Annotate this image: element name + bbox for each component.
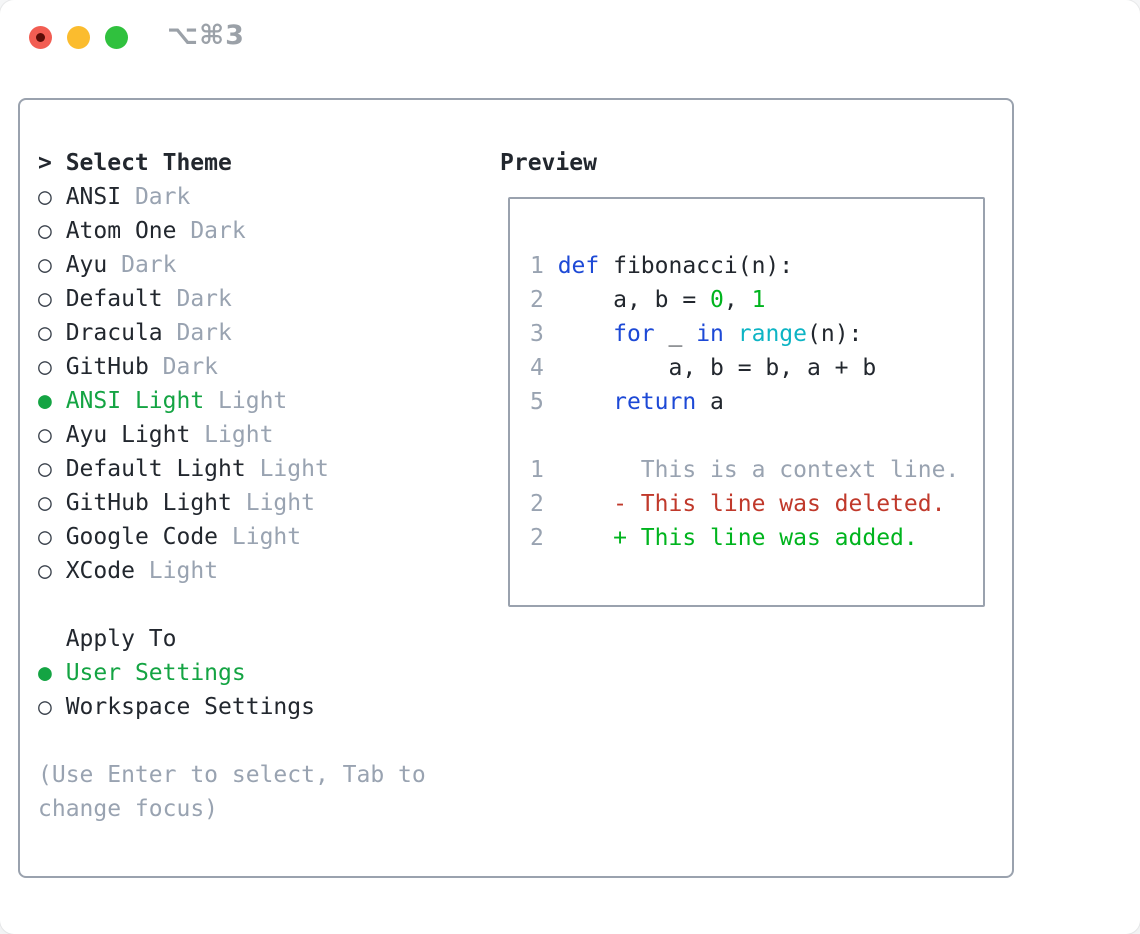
code-line: 5 return a — [530, 389, 724, 415]
diff-line: 2 - This line was deleted. — [530, 491, 946, 517]
theme-variant-tag: Dark — [162, 320, 232, 346]
theme-list: ○ ANSI Dark○ Atom One Dark○ Ayu Dark○ De… — [38, 180, 426, 588]
diff-line: 1 This is a context line. — [530, 457, 960, 483]
radio-icon: ○ — [38, 456, 66, 482]
theme-variant-tag: Light — [204, 388, 288, 414]
theme-name: Default Light — [65, 456, 246, 482]
theme-variant-tag: Light — [245, 456, 329, 482]
line-number: 1 — [530, 253, 558, 279]
line-number: 4 — [530, 355, 558, 381]
help-text-line-1: (Use Enter to select, Tab to — [38, 762, 426, 788]
theme-option-default[interactable]: ○ Default Dark — [38, 282, 426, 316]
theme-option-ayu[interactable]: ○ Ayu Dark — [38, 248, 426, 282]
theme-picker-left-column: >Select Theme ○ ANSI Dark○ Atom One Dark… — [38, 146, 426, 826]
zoom-button[interactable] — [105, 26, 128, 49]
theme-variant-tag: Light — [231, 490, 315, 516]
apply-to-header: Apply To — [65, 626, 177, 652]
line-number: 2 — [530, 287, 558, 313]
radio-icon: ○ — [38, 286, 66, 312]
radio-icon: ○ — [38, 252, 66, 278]
theme-name: GitHub — [65, 354, 149, 380]
theme-name: Dracula — [65, 320, 163, 346]
apply-option-label: Workspace Settings — [65, 694, 315, 720]
cursor-caret-icon: > — [38, 150, 52, 176]
diff-sample-block: 1 This is a context line. 2 - This line w… — [530, 453, 965, 555]
theme-name: Atom One — [65, 218, 177, 244]
radio-icon: ○ — [38, 422, 66, 448]
apply-option-user-settings[interactable]: ● User Settings — [38, 656, 426, 690]
theme-name: Ayu Light — [65, 422, 191, 448]
theme-name: Default — [65, 286, 163, 312]
line-number: 3 — [530, 321, 558, 347]
code-sample-block: 1 def fibonacci(n): 2 a, b = 0, 1 3 for _ … — [530, 249, 965, 419]
preview-column: Preview 1 def fibonacci(n): 2 a, b = 0, 1… — [500, 146, 985, 607]
theme-variant-tag: Dark — [148, 354, 219, 380]
close-indicator-dot — [36, 33, 45, 42]
radio-selected-icon: ● — [38, 388, 66, 414]
apply-to-list: ● User Settings○ Workspace Settings — [38, 656, 426, 724]
theme-variant-tag: Dark — [121, 184, 191, 210]
line-number: 2 — [530, 491, 558, 517]
theme-name: Google Code — [65, 524, 219, 550]
radio-icon: ○ — [38, 184, 66, 210]
traffic-lights — [29, 26, 128, 49]
theme-picker-panel: >Select Theme ○ ANSI Dark○ Atom One Dark… — [18, 98, 1014, 878]
code-line: 1 def fibonacci(n): — [530, 253, 794, 279]
minimize-button[interactable] — [67, 26, 90, 49]
window-title: ⌥⌘3 — [167, 20, 245, 51]
theme-name: Ayu — [65, 252, 108, 278]
theme-variant-tag: Dark — [107, 252, 177, 278]
theme-option-ayu-light[interactable]: ○ Ayu Light Light — [38, 418, 426, 452]
diff-line: 2 + This line was added. — [530, 525, 918, 551]
theme-option-github-light[interactable]: ○ GitHub Light Light — [38, 486, 426, 520]
preview-header: Preview — [500, 150, 597, 176]
theme-option-xcode[interactable]: ○ XCode Light — [38, 554, 426, 588]
line-number: 2 — [530, 525, 558, 551]
theme-name: ANSI Light — [65, 388, 205, 414]
theme-option-ansi[interactable]: ○ ANSI Dark — [38, 180, 426, 214]
close-button[interactable] — [29, 26, 52, 49]
radio-icon: ○ — [38, 524, 66, 550]
line-number: 1 — [530, 457, 558, 483]
select-theme-header: > Select Theme — [38, 146, 426, 180]
theme-variant-tag: Light — [134, 558, 219, 584]
theme-name: XCode — [65, 558, 135, 584]
radio-icon: ○ — [38, 558, 66, 584]
theme-option-google-code[interactable]: ○ Google Code Light — [38, 520, 426, 554]
radio-selected-icon: ● — [38, 660, 66, 686]
help-text-line-2: change focus) — [38, 796, 219, 822]
theme-variant-tag: Dark — [176, 218, 246, 244]
code-line: 4 a, b = b, a + b — [530, 355, 877, 381]
theme-variant-tag: Light — [218, 524, 302, 550]
theme-name: ANSI — [65, 184, 122, 210]
select-theme-header-label: Select Theme — [65, 150, 232, 176]
preview-box: 1 def fibonacci(n): 2 a, b = 0, 1 3 for _ … — [508, 197, 985, 607]
radio-icon: ○ — [38, 354, 66, 380]
radio-icon: ○ — [38, 320, 66, 346]
apply-option-workspace-settings[interactable]: ○ Workspace Settings — [38, 690, 426, 724]
theme-option-github[interactable]: ○ GitHub Dark — [38, 350, 426, 384]
code-line: 2 a, b = 0, 1 — [530, 287, 766, 313]
theme-variant-tag: Light — [190, 422, 274, 448]
code-line: 3 for _ in range(n): — [530, 321, 863, 347]
radio-icon: ○ — [38, 490, 66, 516]
theme-option-default-light[interactable]: ○ Default Light Light — [38, 452, 426, 486]
apply-option-label: User Settings — [65, 660, 246, 686]
theme-name: GitHub Light — [65, 490, 232, 516]
theme-option-atom-one[interactable]: ○ Atom One Dark — [38, 214, 426, 248]
radio-icon: ○ — [38, 694, 66, 720]
line-number: 5 — [530, 389, 558, 415]
theme-option-dracula[interactable]: ○ Dracula Dark — [38, 316, 426, 350]
radio-icon: ○ — [38, 218, 66, 244]
theme-variant-tag: Dark — [162, 286, 232, 312]
title-bar: ⌥⌘3 — [0, 0, 1140, 75]
theme-option-ansi-light[interactable]: ● ANSI Light Light — [38, 384, 426, 418]
